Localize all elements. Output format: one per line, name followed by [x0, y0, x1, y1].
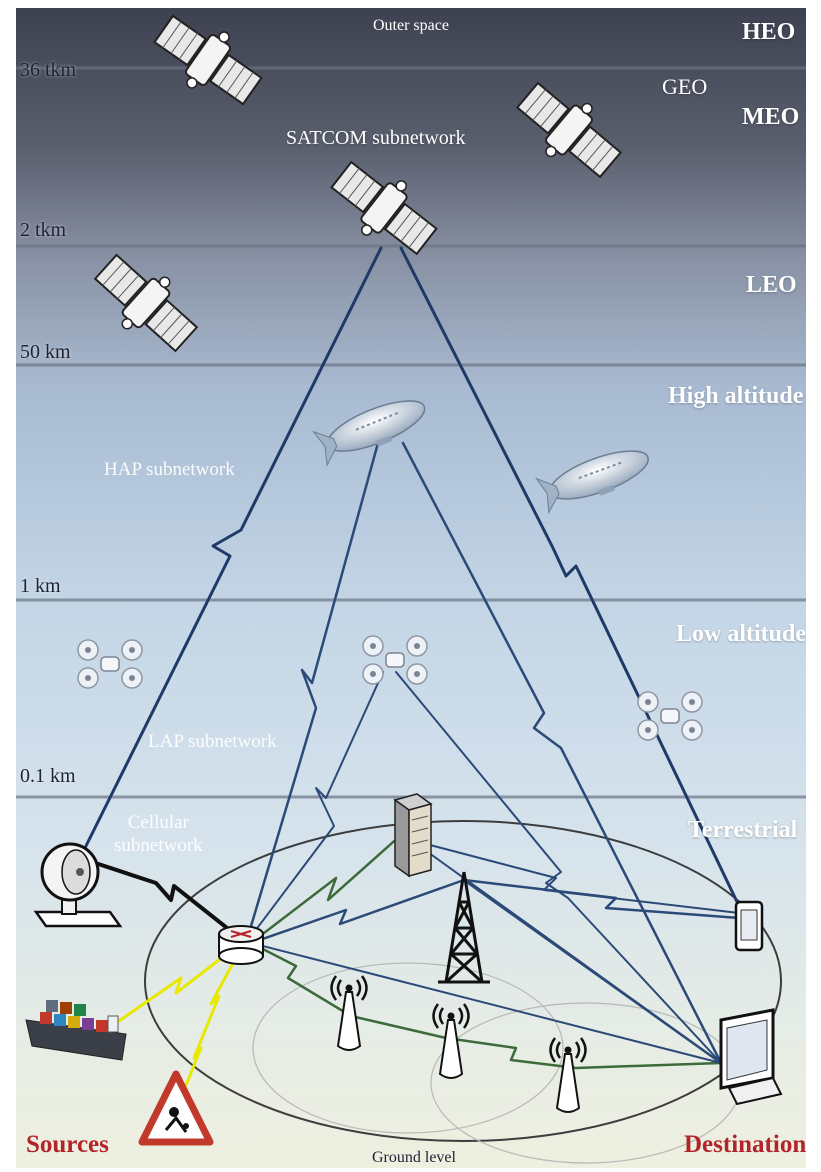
ground-ellipse-inner-left [252, 962, 564, 1134]
link-tower-tablet [462, 878, 741, 920]
geo-label: GEO [662, 74, 708, 99]
terrestrial-label: Terrestrial [688, 817, 798, 843]
link-dish-router [78, 856, 248, 945]
link-router-monitor [250, 942, 722, 1064]
network-diagram: Outer space HEO GEO MEO LEO SATCOM subne… [16, 8, 806, 1168]
diagram-canvas [16, 8, 806, 1168]
ground-level-label: Ground level [372, 1149, 456, 1166]
cellular-subnetwork-label: Cellular subnetwork [114, 812, 203, 856]
link-sign-router [174, 946, 243, 1112]
link-zep-monitor [401, 441, 723, 1065]
satellite-dish-icon [33, 842, 123, 928]
router-icon [218, 925, 264, 965]
link-router-bs1 [249, 941, 353, 1018]
sky-background [16, 8, 806, 1168]
high-altitude-label: High altitude [668, 383, 804, 409]
leo-label: LEO [746, 272, 797, 298]
sources-label: Sources [26, 1131, 109, 1158]
link-server-tablet [410, 839, 740, 914]
link-router-server [249, 833, 403, 945]
warning-sign-icon [138, 1070, 214, 1146]
outer-space-label: Outer space [373, 17, 449, 34]
link-lines [78, 246, 741, 1112]
satcom-subnetwork-label: SATCOM subnetwork [286, 127, 466, 149]
monitor-icon [719, 1008, 783, 1106]
altitude-36tkm-label: 36 tkm [20, 59, 77, 81]
link-sat-dish [78, 246, 383, 860]
link-ship-router [114, 941, 243, 1025]
altitude-1km-label: 1 km [20, 575, 61, 597]
link-drone-router [245, 671, 384, 944]
server-icon [393, 793, 433, 878]
ground-ellipse-outer [144, 820, 782, 1142]
altitude-0-1km-label: 0.1 km [20, 765, 76, 787]
altitude-50km-label: 50 km [20, 341, 71, 363]
ship-icon [25, 1000, 127, 1061]
link-sat-tablet [399, 246, 741, 908]
lap-subnetwork-label: LAP subnetwork [148, 731, 277, 752]
link-bs-chain [349, 1014, 723, 1070]
destinations-label: Destinations [684, 1131, 806, 1158]
hap-subnetwork-label: HAP subnetwork [104, 459, 235, 480]
link-router-tower [249, 878, 466, 945]
link-zep-router [244, 441, 380, 945]
altitude-2tkm-label: 2 tkm [20, 219, 67, 241]
low-altitude-label: Low altitude [676, 621, 806, 647]
tablet-icon [734, 900, 764, 952]
cell-tower-icon [438, 871, 490, 984]
meo-label: MEO [742, 104, 800, 130]
link-drone-monitor [395, 671, 722, 1064]
heo-label: HEO [742, 19, 796, 45]
